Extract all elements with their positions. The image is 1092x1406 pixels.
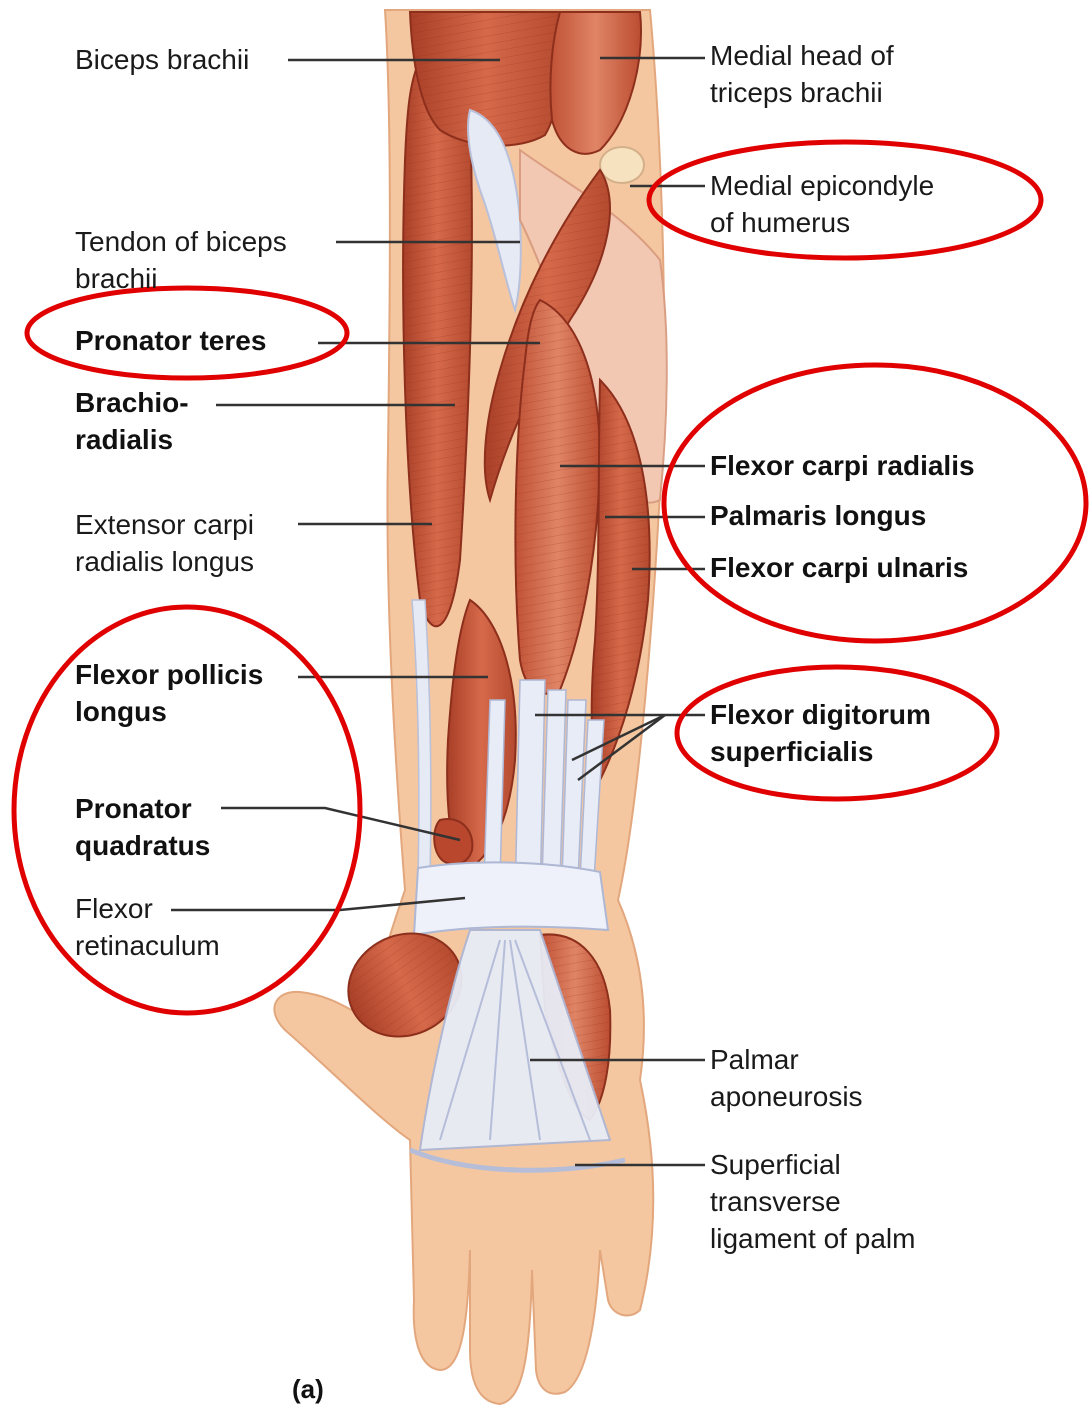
label-pronator-teres: Pronator teres <box>75 322 266 359</box>
label-flexor-digitorum-superficialis: Flexor digitorum superficialis <box>710 696 931 770</box>
label-flexor-carpi-ulnaris: Flexor carpi ulnaris <box>710 549 968 586</box>
label-medial-head-triceps: Medial head of triceps brachii <box>710 37 894 111</box>
label-pronator-quadratus: Pronator quadratus <box>75 790 210 864</box>
label-medial-epicondyle: Medial epicondyle of humerus <box>710 167 934 241</box>
medial-epicondyle-knob <box>600 147 644 183</box>
label-flexor-carpi-radialis: Flexor carpi radialis <box>710 447 975 484</box>
label-palmar-aponeurosis: Palmar aponeurosis <box>710 1041 863 1115</box>
panel-label: (a) <box>292 1374 324 1405</box>
label-palmaris-longus: Palmaris longus <box>710 497 926 534</box>
label-extensor-carpi-radialis-longus: Extensor carpi radialis longus <box>75 506 254 580</box>
label-flexor-pollicis-longus: Flexor pollicis longus <box>75 656 263 730</box>
label-brachioradialis: Brachio- radialis <box>75 384 189 458</box>
label-flexor-retinaculum: Flexor retinaculum <box>75 890 220 964</box>
label-superficial-transverse-ligament: Superficial transverse ligament of palm <box>710 1146 915 1257</box>
label-biceps-brachii: Biceps brachii <box>75 41 249 78</box>
label-tendon-biceps: Tendon of biceps brachii <box>75 223 287 297</box>
flexor-retinaculum <box>414 862 608 935</box>
